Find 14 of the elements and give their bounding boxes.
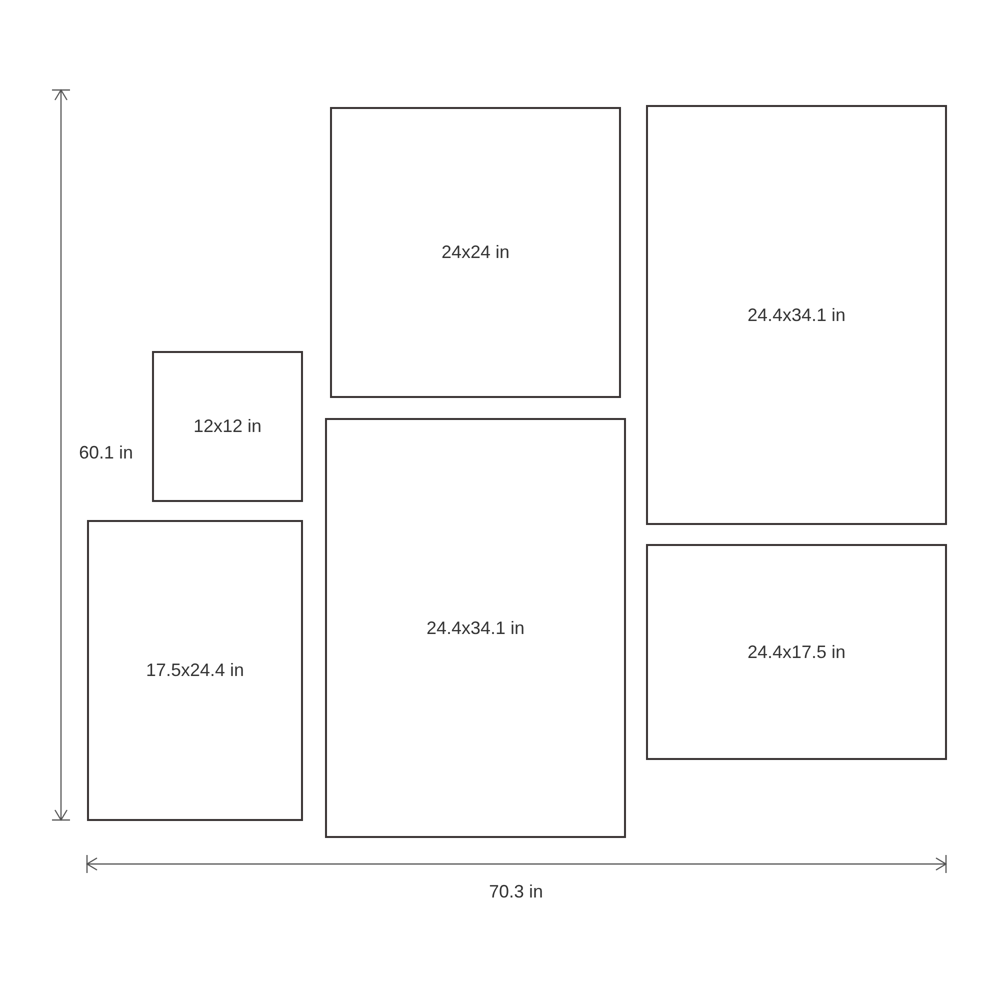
dimension-label: 60.1 in (78, 442, 134, 464)
frame-outline (646, 544, 947, 760)
size-label: 24.4x34.1 in (747, 304, 846, 326)
size-label: 17.5x24.4 in (146, 660, 244, 681)
frame-outline (646, 105, 947, 525)
frame-outline (330, 107, 621, 398)
frame-outline (152, 351, 303, 502)
dimension-label: 70.3 in (488, 882, 544, 902)
size-label: 24.4x34.1 in (426, 618, 525, 638)
size-label: 24x24 in (441, 242, 510, 263)
size-label: 24.4x17.5 in (747, 642, 846, 662)
size-label: 12x12 in (193, 416, 262, 437)
frame-outline (325, 418, 626, 838)
frame-outline (87, 520, 303, 821)
